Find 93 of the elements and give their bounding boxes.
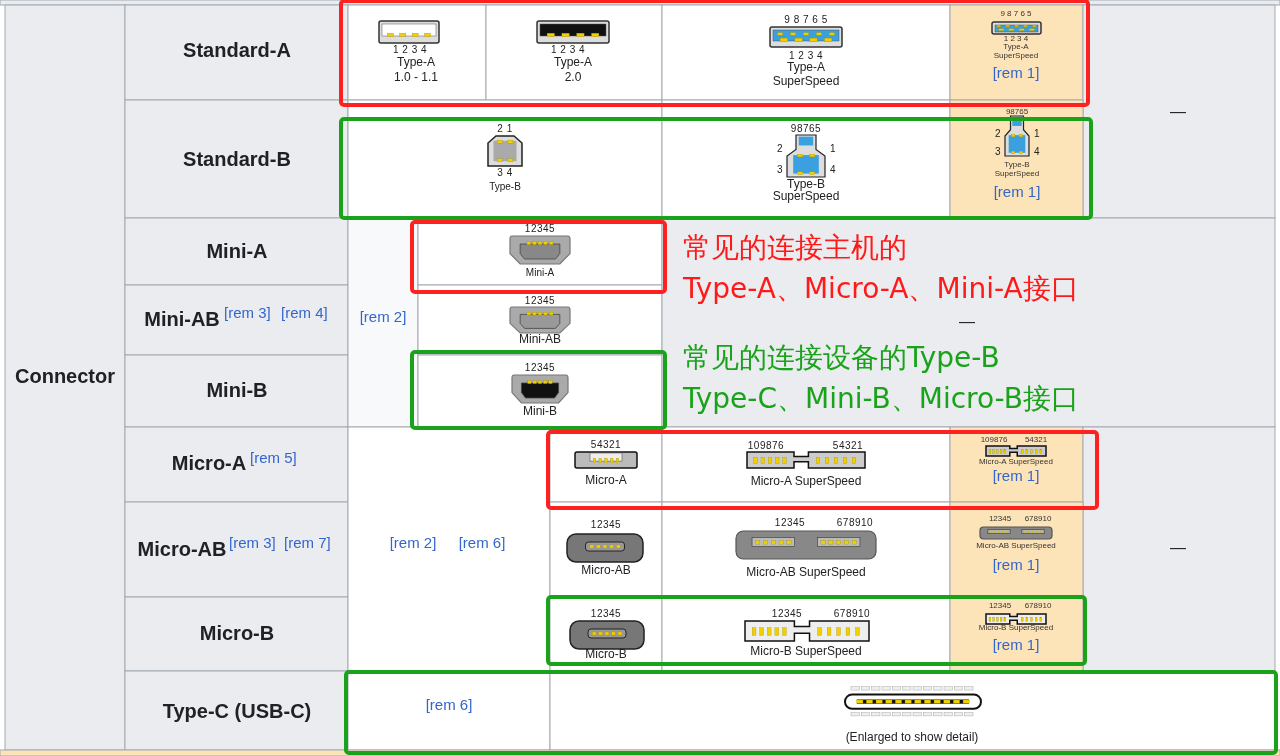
pin-numbers: 4 — [829, 163, 837, 175]
pin-numbers: 678910 — [833, 607, 871, 619]
footnote-link: [rem 1] — [992, 467, 1040, 485]
pin-numbers: 12345 — [524, 222, 556, 234]
connector-caption: Micro-A SuperSpeed — [750, 475, 862, 489]
connector-caption: 12345 — [988, 514, 1012, 524]
pin-numbers: 1 — [829, 142, 837, 154]
footnote-link: [rem 3] — [224, 304, 271, 322]
connector-caption: Micro-A SuperSpeed — [979, 457, 1053, 467]
pin-numbers: 3 — [994, 145, 1002, 157]
pin-numbers: 2 1 — [497, 122, 513, 134]
connector-caption: 2.0 — [564, 71, 582, 85]
row-header: Micro-AB — [137, 538, 227, 560]
pin-numbers: 12345 — [771, 607, 803, 619]
connector-caption: Type-B — [1004, 160, 1030, 169]
connector-caption: SuperSpeed — [994, 169, 1040, 179]
pin-numbers: 1 2 3 4 — [550, 43, 586, 55]
footnote-link: [rem 1] — [992, 636, 1040, 654]
connector-caption: 678910 — [1024, 601, 1052, 611]
footnote-link: [rem 1] — [993, 183, 1041, 201]
connector-caption: Mini-A — [525, 266, 555, 278]
connector-caption: 98765 — [1005, 107, 1029, 117]
pin-numbers: 2 — [994, 127, 1002, 139]
empty-cell-dash: — — [959, 313, 975, 331]
connector-caption: (Enlarged to show detail) — [845, 731, 979, 745]
row-header: Standard-B — [183, 148, 291, 170]
row-header: Mini-B — [206, 379, 268, 401]
annotation-text: 常见的连接主机的 — [683, 232, 907, 264]
connector-caption: 9 8 7 6 5 — [1000, 9, 1032, 19]
row-header: Mini-A — [206, 240, 268, 262]
footnote-link: [rem 6] — [425, 696, 473, 714]
footnote-link: [rem 2] — [389, 534, 437, 552]
connector-caption: SuperSpeed — [772, 75, 840, 89]
footnote-link: [rem 7] — [284, 534, 331, 552]
pin-numbers: 54321 — [590, 438, 622, 450]
footnote-link: [rem 6] — [458, 534, 506, 552]
connector-caption: 678910 — [1024, 514, 1052, 524]
connector-caption: Micro-B SuperSpeed — [750, 645, 862, 659]
pin-numbers: 2 — [776, 142, 784, 154]
connector-caption: 12345 — [988, 601, 1012, 611]
footnote-link: [rem 1] — [992, 64, 1040, 82]
connector-caption: Mini-B — [523, 405, 557, 419]
row-header: Connector — [15, 365, 115, 387]
pin-numbers: 54321 — [832, 439, 864, 451]
pin-numbers: 9 8 7 6 5 — [784, 13, 828, 25]
pin-numbers: 4 — [1033, 145, 1041, 157]
connector-caption: Type-A — [554, 56, 592, 70]
pin-numbers: 3 4 — [497, 166, 513, 178]
pin-numbers: 12345 — [590, 607, 622, 619]
connector-caption: Type-B — [489, 180, 521, 192]
row-header: Mini-AB — [144, 308, 220, 330]
footnote-link: [rem 1] — [992, 556, 1040, 574]
pin-numbers: 109876 — [747, 439, 785, 451]
connector-caption: Mini-AB — [519, 333, 561, 347]
pin-numbers: 12345 — [590, 518, 622, 530]
annotation-text: Type-C、Mini-B、Micro-B接口 — [683, 383, 1079, 415]
pin-numbers: 12345 — [524, 361, 556, 373]
row-header: Standard-A — [183, 39, 291, 61]
pin-numbers: 12345 — [774, 516, 806, 528]
row-header: Micro-B — [199, 622, 275, 644]
connector-caption: 109876 — [980, 435, 1008, 445]
pin-numbers: 1 2 3 4 — [392, 43, 428, 55]
footnote-link: [rem 2] — [359, 308, 407, 326]
connector-caption: Micro-AB SuperSpeed — [976, 541, 1056, 551]
connector-caption: Type-A — [787, 61, 825, 75]
row-header: Micro-A — [171, 452, 247, 474]
pin-numbers: 98765 — [790, 122, 822, 134]
connector-caption: 1.0 - 1.1 — [394, 71, 438, 85]
pin-numbers: 678910 — [836, 516, 874, 528]
annotation-text: Type-A、Micro-A、Mini-A接口 — [683, 273, 1079, 305]
row-header: Type-C (USB-C) — [162, 700, 312, 722]
connector-caption: Micro-B — [585, 648, 627, 662]
connector-caption: SuperSpeed — [993, 51, 1039, 61]
footnote-link: [rem 3] — [229, 534, 276, 552]
annotation-text: 常见的连接设备的Type-B — [683, 342, 1000, 374]
connector-caption: Type-A — [1003, 42, 1029, 51]
footnote-link: [rem 5] — [250, 449, 297, 467]
connector-caption: Type-A — [397, 56, 435, 70]
pin-numbers: 1 2 3 4 — [788, 49, 824, 61]
empty-cell-dash: — — [1170, 103, 1186, 121]
connector-caption: Type-B — [787, 178, 825, 192]
connector-caption: Micro-A — [585, 474, 627, 488]
pin-numbers: 3 — [776, 163, 784, 175]
pin-numbers: 12345 — [524, 294, 556, 306]
pin-numbers: 1 — [1033, 127, 1041, 139]
connector-caption: 1 2 3 4 — [1003, 34, 1029, 44]
connector-caption: 54321 — [1024, 435, 1048, 445]
connector-caption: Micro-B SuperSpeed — [978, 623, 1054, 633]
connector-caption: Micro-AB — [581, 564, 631, 578]
footnote-link: [rem 4] — [281, 304, 328, 322]
connector-caption: Micro-AB SuperSpeed — [746, 566, 866, 580]
connector-caption: SuperSpeed — [772, 190, 840, 204]
empty-cell-dash: — — [1170, 539, 1186, 557]
